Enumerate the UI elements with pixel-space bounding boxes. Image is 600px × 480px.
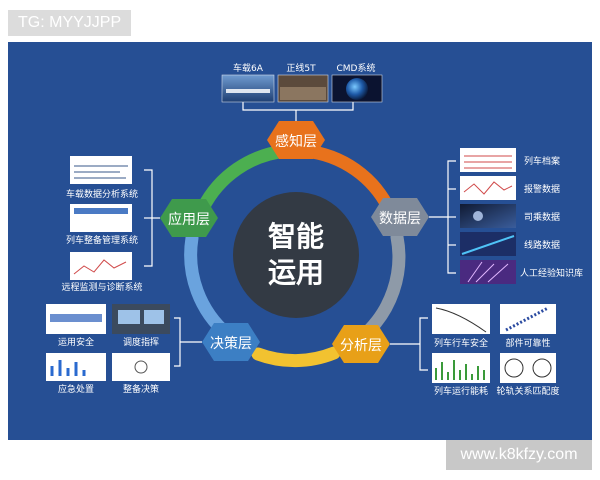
- application-item-2-label: 列车整备管理系统: [66, 234, 138, 246]
- data-item-3-label: 司乘数据: [524, 211, 560, 223]
- safety-icon: [50, 314, 102, 322]
- perception-item-3-label: CMD系统: [337, 62, 376, 74]
- chart-icon: [464, 155, 512, 169]
- decision-item-4-image: [112, 353, 170, 381]
- application-bracket: [144, 169, 160, 267]
- knowledge-icon: [467, 261, 509, 283]
- decision-item-1-label: 运用安全: [58, 336, 94, 348]
- alarm-chart-icon: [463, 181, 513, 195]
- application-item-1-image: [70, 156, 132, 184]
- monitor-icon: [118, 310, 140, 324]
- analysis-item-2-label: 部件可靠性: [505, 337, 550, 349]
- track-icon: [280, 87, 326, 100]
- onboard-data-icon: [74, 165, 128, 179]
- energy-bars-icon: [435, 360, 485, 380]
- application-items: 车载数据分析系统 列车整备管理系统 远程监测与诊断系统: [61, 156, 143, 293]
- emergency-chart-icon: [50, 360, 86, 376]
- decision-item-2-label: 调度指挥: [123, 336, 159, 348]
- decision-items: 运用安全 调度指挥 应急处置 整备决策: [46, 304, 170, 395]
- smart-operation-diagram: 智能 运用 感知层 数据层 分析层 决策层 应用层 车载6A 正线5T CMD系…: [46, 62, 583, 397]
- safety-curve-icon: [435, 307, 487, 333]
- perception-group: [242, 102, 354, 121]
- analysis-item-3-label: 列车运行能耗: [434, 385, 488, 397]
- node-analysis: 分析层: [332, 325, 390, 363]
- application-item-3-image: [70, 252, 132, 280]
- application-item-3-label: 远程监测与诊断系统: [61, 281, 142, 293]
- node-perception: 感知层: [267, 121, 325, 159]
- management-icon: [74, 208, 128, 214]
- analysis-bracket: [390, 317, 428, 371]
- analysis-items: 列车行车安全 部件可靠性 列车运行能耗 轮轨关系匹配度: [432, 304, 560, 397]
- decision-bracket: [174, 317, 202, 367]
- train-icon: [226, 89, 270, 93]
- data-item-3-image: [460, 204, 516, 228]
- center-label-line2: 运用: [268, 256, 324, 289]
- data-item-5-image: [460, 260, 516, 284]
- watermark-top: TG: MYYJJPP: [8, 10, 132, 36]
- wheel-icon-right: [532, 358, 552, 378]
- analysis-item-4-image: [500, 353, 556, 383]
- data-bracket: [429, 160, 456, 274]
- diagram-panel: 智能 运用 感知层 数据层 分析层 决策层 应用层 车载6A 正线5T CMD系…: [8, 42, 592, 440]
- ring-segment-yellow: [251, 346, 341, 368]
- watermark-bottom: www.k8kfzy.com: [446, 440, 592, 470]
- line-route-icon: [461, 235, 515, 255]
- globe-icon: [346, 78, 368, 100]
- data-item-5-label: 人工经验知识库: [520, 267, 583, 279]
- node-analysis-label: 分析层: [340, 338, 382, 354]
- ring-segment-green: [196, 144, 293, 215]
- ring-segment-gray: [356, 230, 406, 343]
- node-perception-label: 感知层: [275, 133, 317, 150]
- application-item-1-label: 车载数据分析系统: [66, 188, 138, 200]
- perception-items: 车载6A 正线5T CMD系统: [221, 62, 383, 103]
- perception-bracket: [242, 102, 354, 111]
- driver-icon: [473, 211, 483, 221]
- node-application: 应用层: [160, 199, 218, 237]
- analysis-item-4-label: 轮轨关系匹配度: [496, 385, 559, 397]
- monitor-chart-icon: [73, 259, 127, 275]
- node-data-label: 数据层: [379, 211, 421, 227]
- center-label-line1: 智能: [268, 220, 324, 253]
- data-items: 列车档案 报警数据 司乘数据 线路数据 人工经验知识库: [460, 148, 583, 284]
- node-data: 数据层: [371, 198, 429, 236]
- data-item-1-label: 列车档案: [524, 155, 560, 167]
- wheel-icon-left: [504, 358, 524, 378]
- analysis-item-1-image: [432, 304, 490, 334]
- monitor-icon-2: [144, 310, 164, 324]
- perception-item-1-image: [221, 74, 275, 103]
- data-item-2-label: 报警数据: [524, 183, 560, 195]
- decision-item-4-label: 整备决策: [123, 383, 159, 395]
- node-decision: 决策层: [202, 323, 260, 361]
- node-application-label: 应用层: [168, 211, 210, 228]
- decision-item-3-label: 应急处置: [58, 383, 94, 395]
- perception-item-1-label: 车载6A: [233, 62, 264, 74]
- ring-segment-blue: [184, 231, 235, 342]
- center-circle: [233, 192, 359, 318]
- analysis-item-1-label: 列车行车安全: [434, 337, 488, 349]
- perception-item-2-label: 正线5T: [286, 62, 316, 74]
- node-decision-label: 决策层: [210, 335, 252, 352]
- flow-icon: [134, 360, 148, 374]
- data-item-4-label: 线路数据: [524, 239, 560, 251]
